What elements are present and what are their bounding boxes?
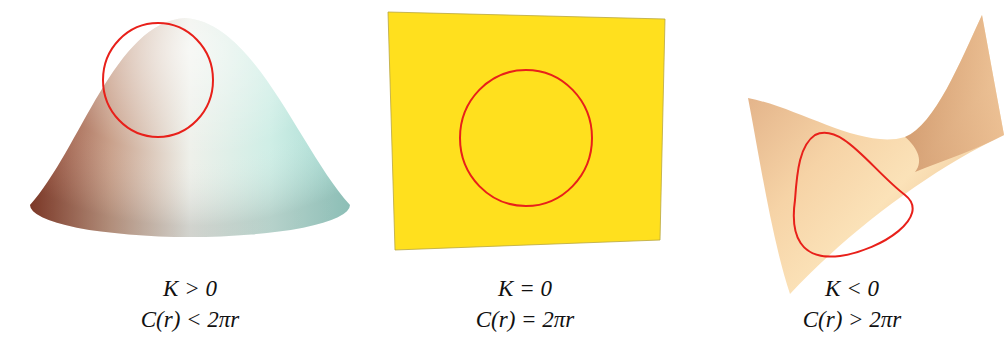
circumference-label: C(r) < 2πr [141, 307, 240, 332]
circumference-label: C(r) > 2πr [803, 307, 902, 332]
red-circle [103, 23, 213, 137]
red-loop [794, 133, 913, 257]
curvature-label: K > 0 [163, 276, 217, 301]
dome-surface [30, 18, 350, 237]
red-circle [460, 70, 592, 206]
curvature-label: K < 0 [825, 276, 879, 301]
curvature-label: K = 0 [498, 276, 552, 301]
plane-surface [388, 12, 665, 250]
circumference-label: C(r) = 2πr [476, 307, 575, 332]
saddle-surface [748, 15, 1004, 294]
